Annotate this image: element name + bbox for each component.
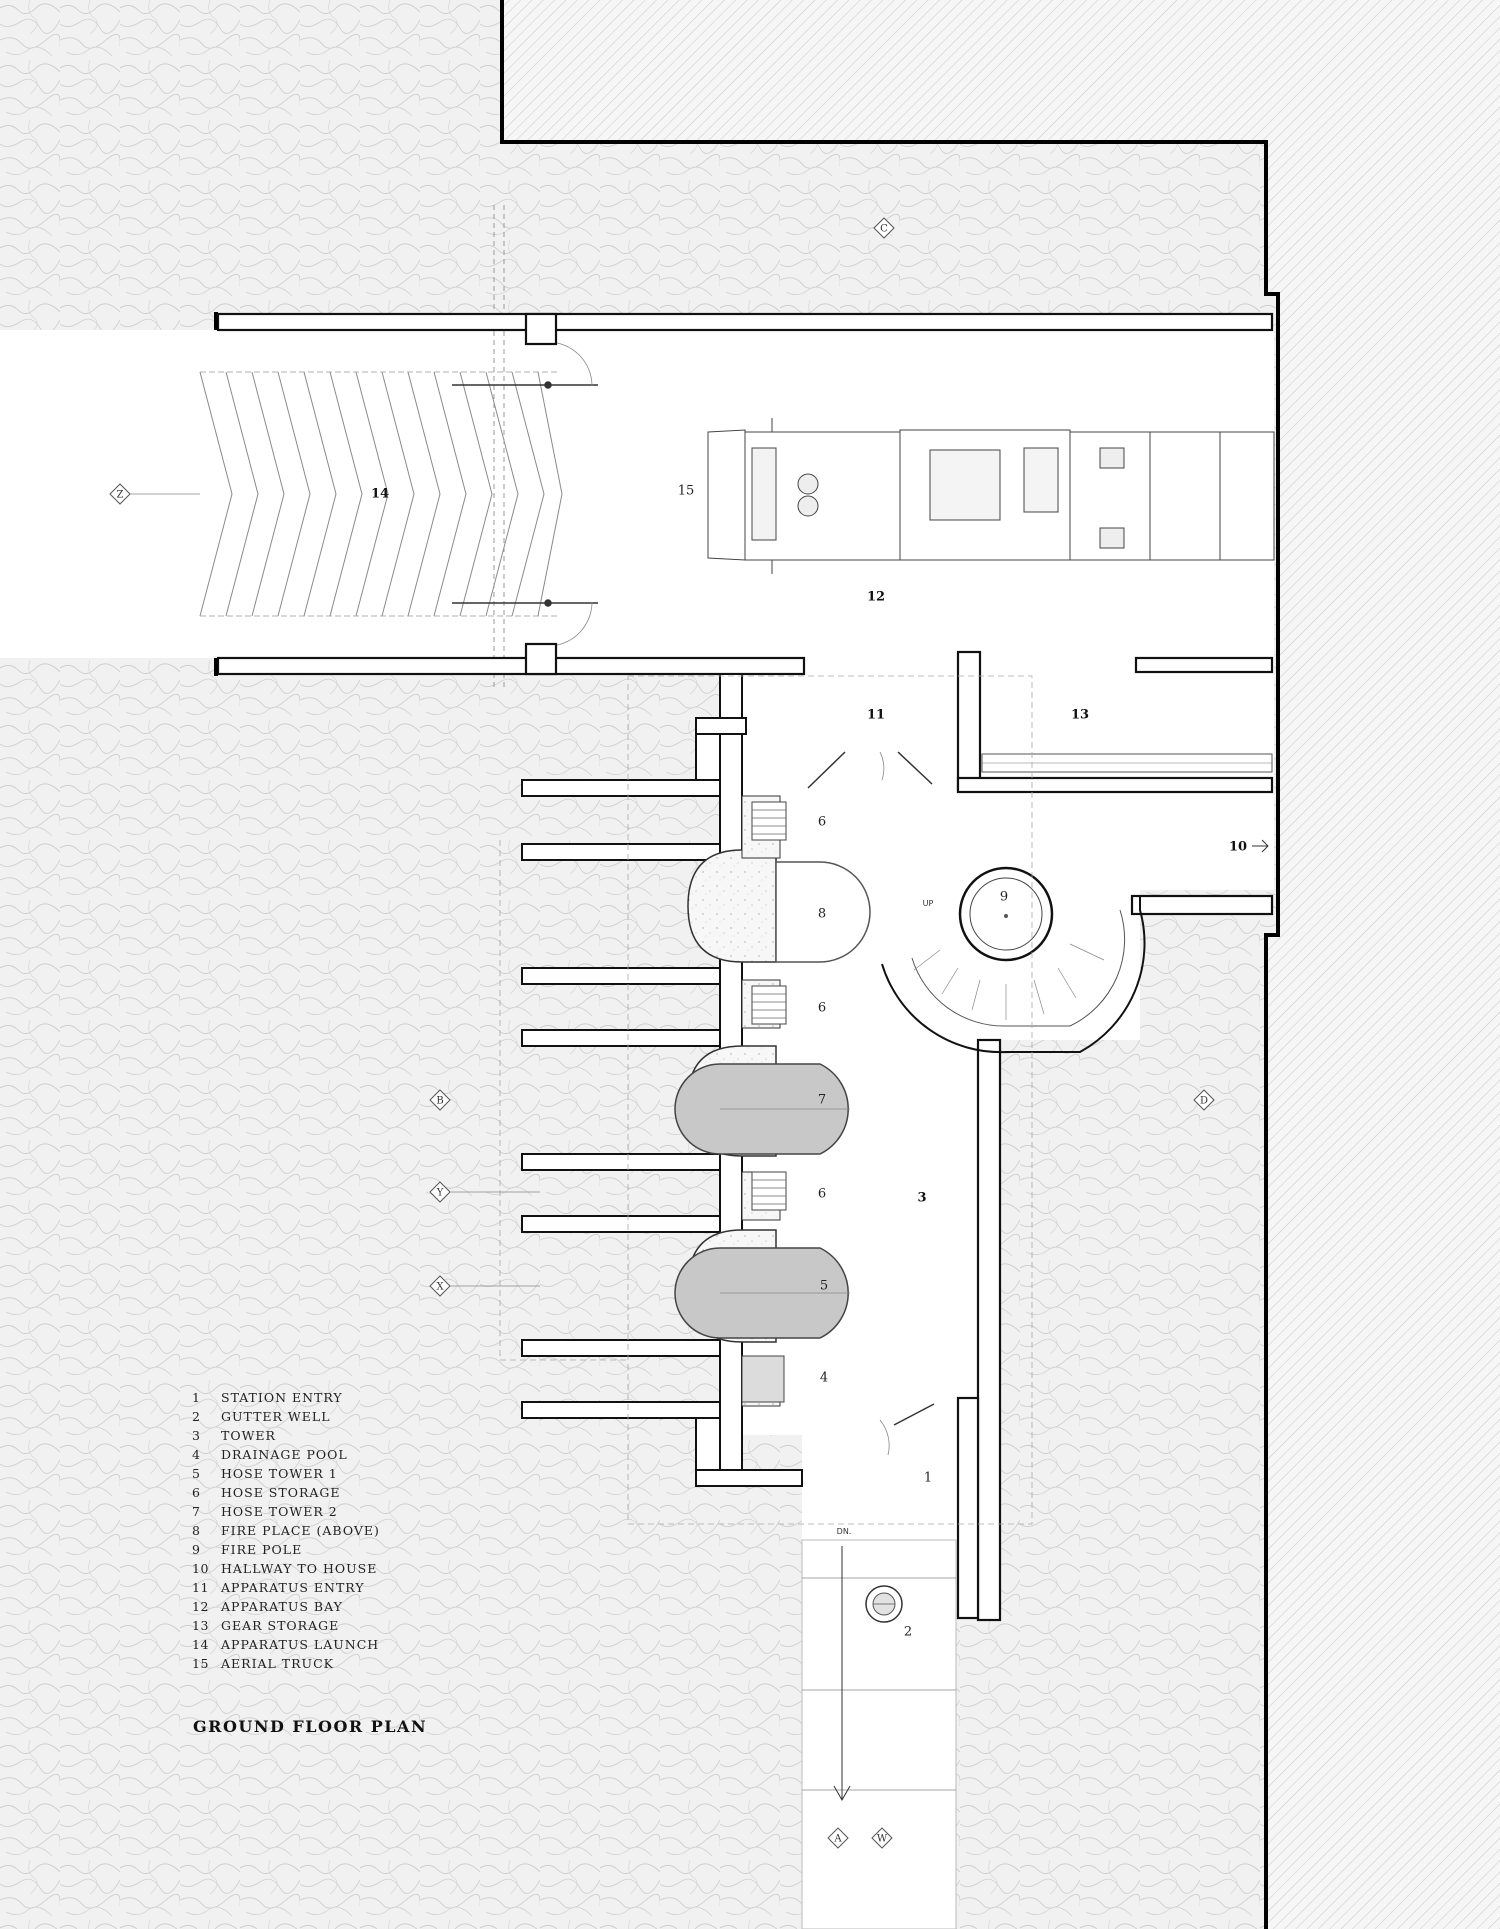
room-label-10: 10	[1229, 840, 1247, 855]
legend-number: 3	[192, 1428, 200, 1443]
legend-label: HOSE TOWER 2	[221, 1504, 338, 1519]
room-label-5: 5	[820, 1279, 828, 1294]
aerial-truck	[707, 418, 1275, 574]
room-label-15: 15	[678, 484, 695, 499]
gutter-well	[865, 1585, 903, 1623]
section-tag-w: W	[877, 1834, 888, 1845]
section-tag-b: B	[436, 1096, 443, 1107]
room-label-14: 14	[371, 487, 389, 502]
legend-row: 14 APPARATUS LAUNCH	[192, 1637, 379, 1652]
legend-label: GEAR STORAGE	[221, 1618, 339, 1633]
legend-label: HALLWAY TO HOUSE	[221, 1561, 377, 1576]
room-label-6b: 6	[818, 1001, 826, 1016]
legend-number: 5	[192, 1466, 200, 1481]
legend-number: 8	[192, 1523, 200, 1538]
room-label-4: 4	[820, 1371, 828, 1386]
launch-chevrons	[199, 371, 563, 617]
section-tag-a: A	[833, 1834, 842, 1845]
legend-label: GUTTER WELL	[221, 1409, 331, 1424]
legend-number: 7	[192, 1504, 200, 1519]
legend-row: 8 FIRE PLACE (ABOVE)	[192, 1523, 380, 1538]
legend-label: HOSE TOWER 1	[221, 1466, 338, 1481]
hallway-arrow	[1252, 839, 1269, 853]
legend-label: FIRE PLACE (ABOVE)	[221, 1523, 380, 1538]
legend-number: 11	[192, 1580, 209, 1595]
legend-number: 12	[192, 1599, 209, 1614]
legend-number: 10	[192, 1561, 209, 1576]
spiral-stair	[881, 866, 1146, 1054]
room-label-7: 7	[818, 1093, 826, 1108]
section-tags: C Z B D Y X A W	[109, 217, 1215, 1849]
legend-label: HOSE STORAGE	[221, 1485, 341, 1500]
room-label-13: 13	[1071, 708, 1089, 723]
legend-row: 5 HOSE TOWER 1	[192, 1466, 338, 1481]
section-tag-x: X	[436, 1282, 444, 1293]
legend-row: 12 APPARATUS BAY	[192, 1599, 343, 1614]
room-label-2: 2	[904, 1625, 912, 1640]
stair-up-note: UP	[923, 899, 934, 908]
section-tag-c: C	[880, 224, 888, 235]
legend-number: 6	[192, 1485, 200, 1500]
legend-label: AERIAL TRUCK	[220, 1656, 334, 1671]
legend-number: 14	[192, 1637, 209, 1652]
overhead-dashes	[499, 675, 1033, 1525]
legend-row: 15 AERIAL TRUCK	[192, 1656, 334, 1671]
legend-row: 7 HOSE TOWER 2	[192, 1504, 338, 1519]
legend-label: STATION ENTRY	[221, 1390, 343, 1405]
room-label-1: 1	[924, 1471, 932, 1486]
legend-number: 13	[192, 1618, 209, 1633]
plan-title: GROUND FLOOR PLAN	[193, 1717, 427, 1736]
section-tag-y: Y	[436, 1188, 444, 1199]
legend-label: APPARATUS ENTRY	[220, 1580, 365, 1595]
room-labels: 1 2 3 4 5 6 6 6 7 8 9 10 11 12 13 14 15	[371, 484, 1247, 1640]
walls	[216, 312, 1274, 1622]
stair-dn-note: DN.	[837, 1527, 852, 1536]
entry-steps	[802, 1546, 956, 1802]
legend-label: APPARATUS LAUNCH	[220, 1637, 379, 1652]
legend-number: 4	[192, 1447, 200, 1462]
room-label-8: 8	[818, 907, 826, 922]
legend: 1 STATION ENTRY 2 GUTTER WELL 3 TOWER 4 DRAINAG…	[192, 1390, 380, 1671]
legend-row: 6 HOSE STORAGE	[192, 1485, 341, 1500]
legend-row: 9 FIRE POLE	[192, 1542, 302, 1557]
adjacent-building	[502, 0, 1500, 1929]
room-label-3: 3	[917, 1191, 926, 1206]
legend-row: 3 TOWER	[192, 1428, 276, 1443]
room-label-12: 12	[867, 590, 885, 605]
room-label-9: 9	[1000, 890, 1008, 905]
section-tag-d: D	[1200, 1096, 1208, 1107]
legend-label: TOWER	[221, 1428, 276, 1443]
room-label-6a: 6	[818, 815, 826, 830]
rack-slats	[752, 809, 786, 1205]
entry-doors	[807, 751, 935, 1456]
legend-label: APPARATUS BAY	[220, 1599, 343, 1614]
legend-label: FIRE POLE	[221, 1542, 302, 1557]
legend-number: 15	[192, 1656, 209, 1671]
legend-row: 13 GEAR STORAGE	[192, 1618, 339, 1633]
hose-chambers	[674, 795, 871, 1407]
adjacent-building-outline	[500, 0, 1280, 1929]
legend-row: 10 HALLWAY TO HOUSE	[192, 1561, 377, 1576]
room-label-11: 11	[867, 708, 885, 723]
legend-row: 1 STATION ENTRY	[192, 1390, 343, 1405]
legend-label: DRAINAGE POOL	[221, 1447, 348, 1462]
legend-row: 4 DRAINAGE POOL	[192, 1447, 348, 1462]
legend-row: 11 APPARATUS ENTRY	[192, 1580, 365, 1595]
legend-number: 1	[192, 1390, 200, 1405]
legend-number: 2	[192, 1409, 200, 1424]
legend-number: 9	[192, 1542, 200, 1557]
legend-row: 2 GUTTER WELL	[192, 1409, 331, 1424]
section-tag-z: Z	[117, 490, 124, 501]
room-label-6c: 6	[818, 1187, 826, 1202]
